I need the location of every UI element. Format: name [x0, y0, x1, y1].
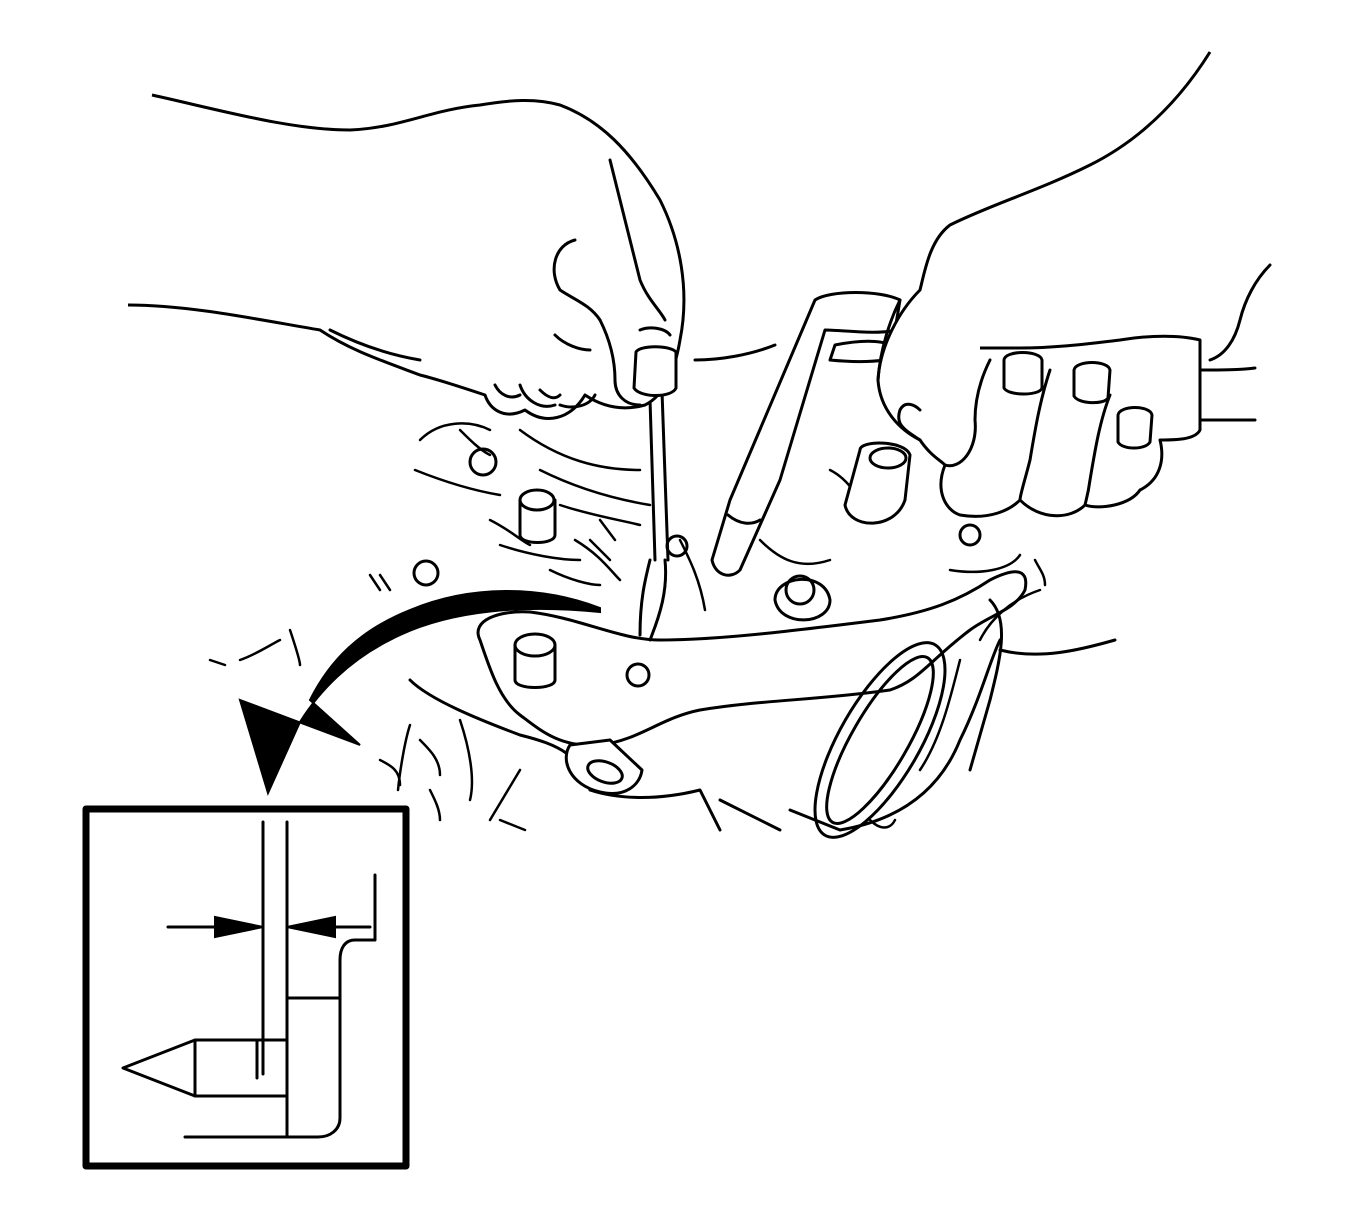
curved-arrow-icon [238, 590, 601, 796]
bolt-hole [468, 447, 498, 477]
bracket-tool [710, 291, 902, 577]
transmission-housing [208, 422, 1117, 839]
probe-tip [121, 1038, 287, 1098]
tube-stub [564, 738, 644, 795]
bolt-hole [958, 523, 982, 547]
callout-arrow [238, 590, 601, 796]
left-hand [127, 93, 777, 420]
arrow-left-icon [286, 915, 336, 939]
housing-lower-body [408, 638, 1002, 832]
arrow-right-icon [214, 915, 264, 939]
dowel-pin [518, 488, 557, 544]
dowel-pin [513, 632, 557, 689]
oval-port [813, 641, 947, 839]
bolt-hole [625, 662, 651, 688]
detail-inset [82, 805, 410, 1170]
bolt-hole [784, 574, 816, 606]
right-hand [843, 51, 1272, 525]
bolt-hole [412, 559, 440, 587]
